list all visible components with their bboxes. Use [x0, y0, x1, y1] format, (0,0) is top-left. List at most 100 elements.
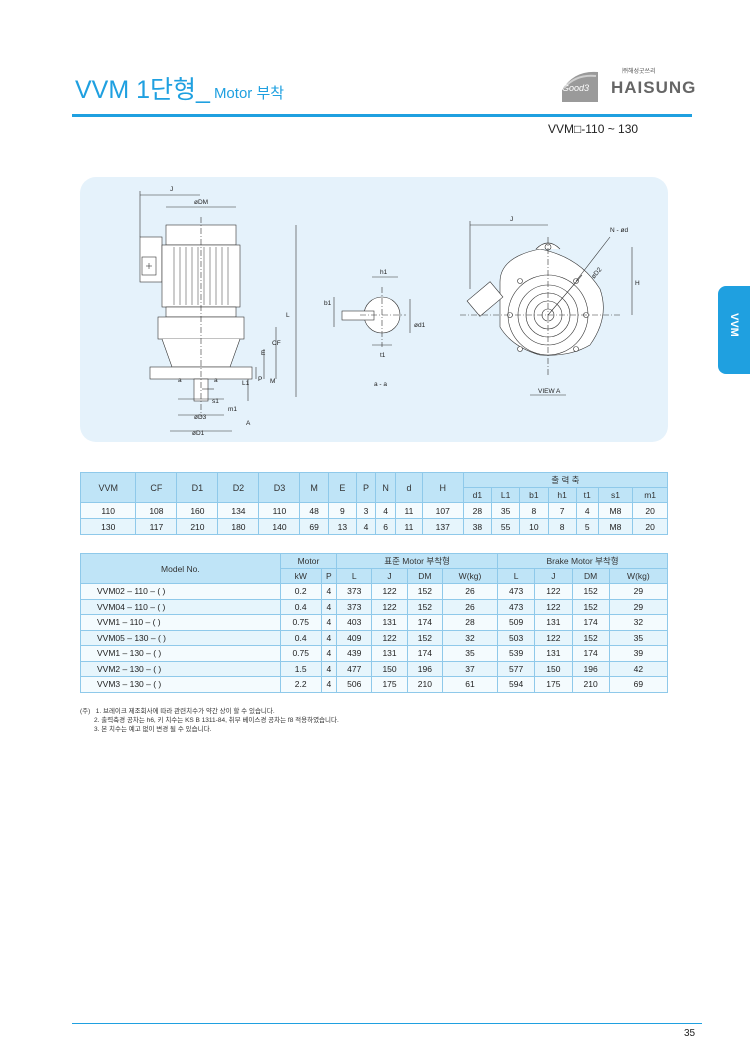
- dimension-drawing-panel: J øDM L CF E P M L1 a a s1 øD3 m1 øD1 A: [80, 177, 668, 442]
- table-cell: 403: [336, 614, 373, 631]
- table-cell: 4: [320, 660, 338, 677]
- table-cell: 107: [421, 502, 464, 519]
- table-cell: 11: [395, 518, 423, 535]
- table-cell: 108: [135, 502, 178, 519]
- title-sub: Motor 부착: [213, 85, 285, 102]
- table-cell: M8: [597, 502, 634, 519]
- title-main: VVM 1단형_: [75, 76, 210, 104]
- table-cell: 4: [320, 629, 338, 646]
- t2-header-motor: Motor: [279, 553, 338, 569]
- dim-s1: s1: [212, 398, 219, 405]
- table-cell: 3: [356, 502, 376, 519]
- table-cell: 174: [571, 614, 610, 631]
- table-cell: 131: [534, 614, 573, 631]
- table-cell: 8: [519, 502, 549, 519]
- section-label-aa: a - a: [374, 381, 387, 388]
- table-cell: 4: [320, 614, 338, 631]
- table-cell: 4: [320, 645, 338, 662]
- t2-subheader-std-j: J: [371, 568, 408, 584]
- table-cell: 131: [371, 645, 408, 662]
- t1-header-vvm: VVM: [79, 472, 137, 503]
- table-cell: 55: [490, 518, 521, 535]
- model-range: VVM□-110 ~ 130: [548, 122, 639, 136]
- table-cell: 210: [571, 676, 610, 693]
- dim-J: J: [170, 186, 173, 193]
- table-cell: 539: [497, 645, 536, 662]
- table-cell: 6: [374, 518, 397, 535]
- table-cell: 594: [497, 676, 536, 693]
- table-cell: 196: [406, 660, 444, 677]
- dim-D2: øD2: [590, 266, 604, 280]
- table-cell: 175: [371, 676, 408, 693]
- table-cell: 0.2: [279, 583, 322, 600]
- table-cell: 180: [217, 518, 260, 535]
- table-cell: VVM1 – 130 – ( ): [80, 645, 281, 662]
- t2-header-brake: Brake Motor 부착형: [497, 553, 668, 569]
- table-cell: VVM05 – 130 – ( ): [80, 629, 281, 646]
- table-cell: 506: [336, 676, 373, 693]
- dim-M: M: [270, 378, 275, 385]
- table-cell: 131: [371, 614, 408, 631]
- dim-N-d: N - ød: [610, 227, 628, 234]
- table-cell: 503: [497, 629, 536, 646]
- section-mark-a-left: a: [178, 377, 182, 384]
- t2-subheader-std-l: L: [336, 568, 373, 584]
- notes: (주) 1. 브레이크 제조회사에 따라 관련치수가 약간 상이 할 수 있습니…: [80, 707, 339, 734]
- t1-subheader-d1: d1: [462, 487, 493, 503]
- dim-m1: m1: [228, 406, 237, 413]
- table-cell: M8: [597, 518, 634, 535]
- table-cell: 152: [571, 629, 610, 646]
- table-cell: 122: [371, 629, 408, 646]
- table-cell: 69: [608, 676, 669, 693]
- table-cell: 8: [547, 518, 577, 535]
- table-cell: 1.5: [279, 660, 322, 677]
- table-cell: 35: [441, 645, 499, 662]
- table-cell: 152: [571, 598, 610, 615]
- table-cell: 473: [497, 598, 536, 615]
- table-cell: 110: [79, 502, 137, 519]
- table-cell: 4: [320, 583, 338, 600]
- logo-company-korean: ㈜해성굿쓰리: [622, 69, 656, 75]
- notes-prefix: (주): [80, 708, 91, 715]
- table-cell: 9: [327, 502, 358, 519]
- dimension-drawing: J øDM L CF E P M L1 a a s1 øD3 m1 øD1 A: [139, 186, 640, 437]
- logo-good-text: Good3: [562, 83, 590, 93]
- table-cell: 20: [632, 518, 668, 535]
- dim-D3: øD3: [194, 414, 207, 421]
- table-cell: 477: [336, 660, 373, 677]
- table-cell: 130: [79, 518, 137, 535]
- t2-subheader-p: P: [320, 568, 338, 584]
- table-cell: 0.4: [279, 598, 322, 615]
- table-cell: 152: [406, 598, 444, 615]
- company-logo: [562, 71, 598, 102]
- table-cell: 35: [490, 502, 521, 519]
- dim-DM: øDM: [194, 199, 208, 206]
- table-cell: 439: [336, 645, 373, 662]
- t1-header-h: H: [421, 472, 464, 503]
- table-cell: 39: [608, 645, 669, 662]
- table-cell: 11: [395, 502, 423, 519]
- table-cell: 373: [336, 598, 373, 615]
- table-cell: 134: [217, 502, 260, 519]
- table-cell: 32: [441, 629, 499, 646]
- table-cell: 29: [608, 598, 669, 615]
- table-cell: 4: [320, 676, 338, 693]
- table-cell: 210: [406, 676, 444, 693]
- table-cell: 28: [441, 614, 499, 631]
- side-tab-label: VVM: [728, 313, 740, 337]
- t1-header-d3: D3: [258, 472, 301, 503]
- shaft-section-view: [333, 276, 411, 347]
- logo-company-name: HAISUNG: [611, 78, 697, 97]
- dim-CF: CF: [272, 340, 281, 347]
- reducer-side-view: [139, 191, 297, 432]
- t1-header-d: d: [395, 472, 423, 503]
- table-cell: 152: [406, 629, 444, 646]
- table-cell: 152: [406, 583, 444, 600]
- t2-subheader-brake-l: L: [497, 568, 536, 584]
- table-cell: 13: [327, 518, 358, 535]
